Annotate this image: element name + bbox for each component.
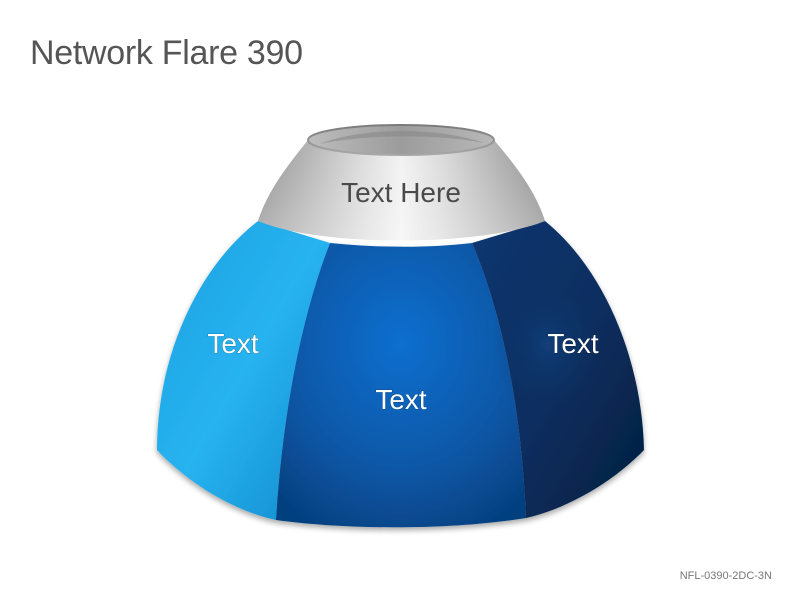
top-cap-highlight bbox=[258, 140, 545, 241]
segment-right-label: Text bbox=[547, 328, 599, 359]
segment-right-glow bbox=[493, 277, 603, 413]
segment-left bbox=[157, 221, 330, 520]
page-title: Network Flare 390 bbox=[30, 34, 303, 72]
top-label: Text Here bbox=[341, 177, 461, 208]
top-cap-inner-shade bbox=[320, 131, 484, 144]
segment-middle bbox=[276, 243, 526, 528]
top-cap-opening bbox=[307, 124, 495, 156]
footer-code: NFL-0390-2DC-3N bbox=[679, 570, 772, 582]
segment-left-label: Text bbox=[207, 328, 259, 359]
segment-middle-label: Text bbox=[375, 384, 427, 415]
